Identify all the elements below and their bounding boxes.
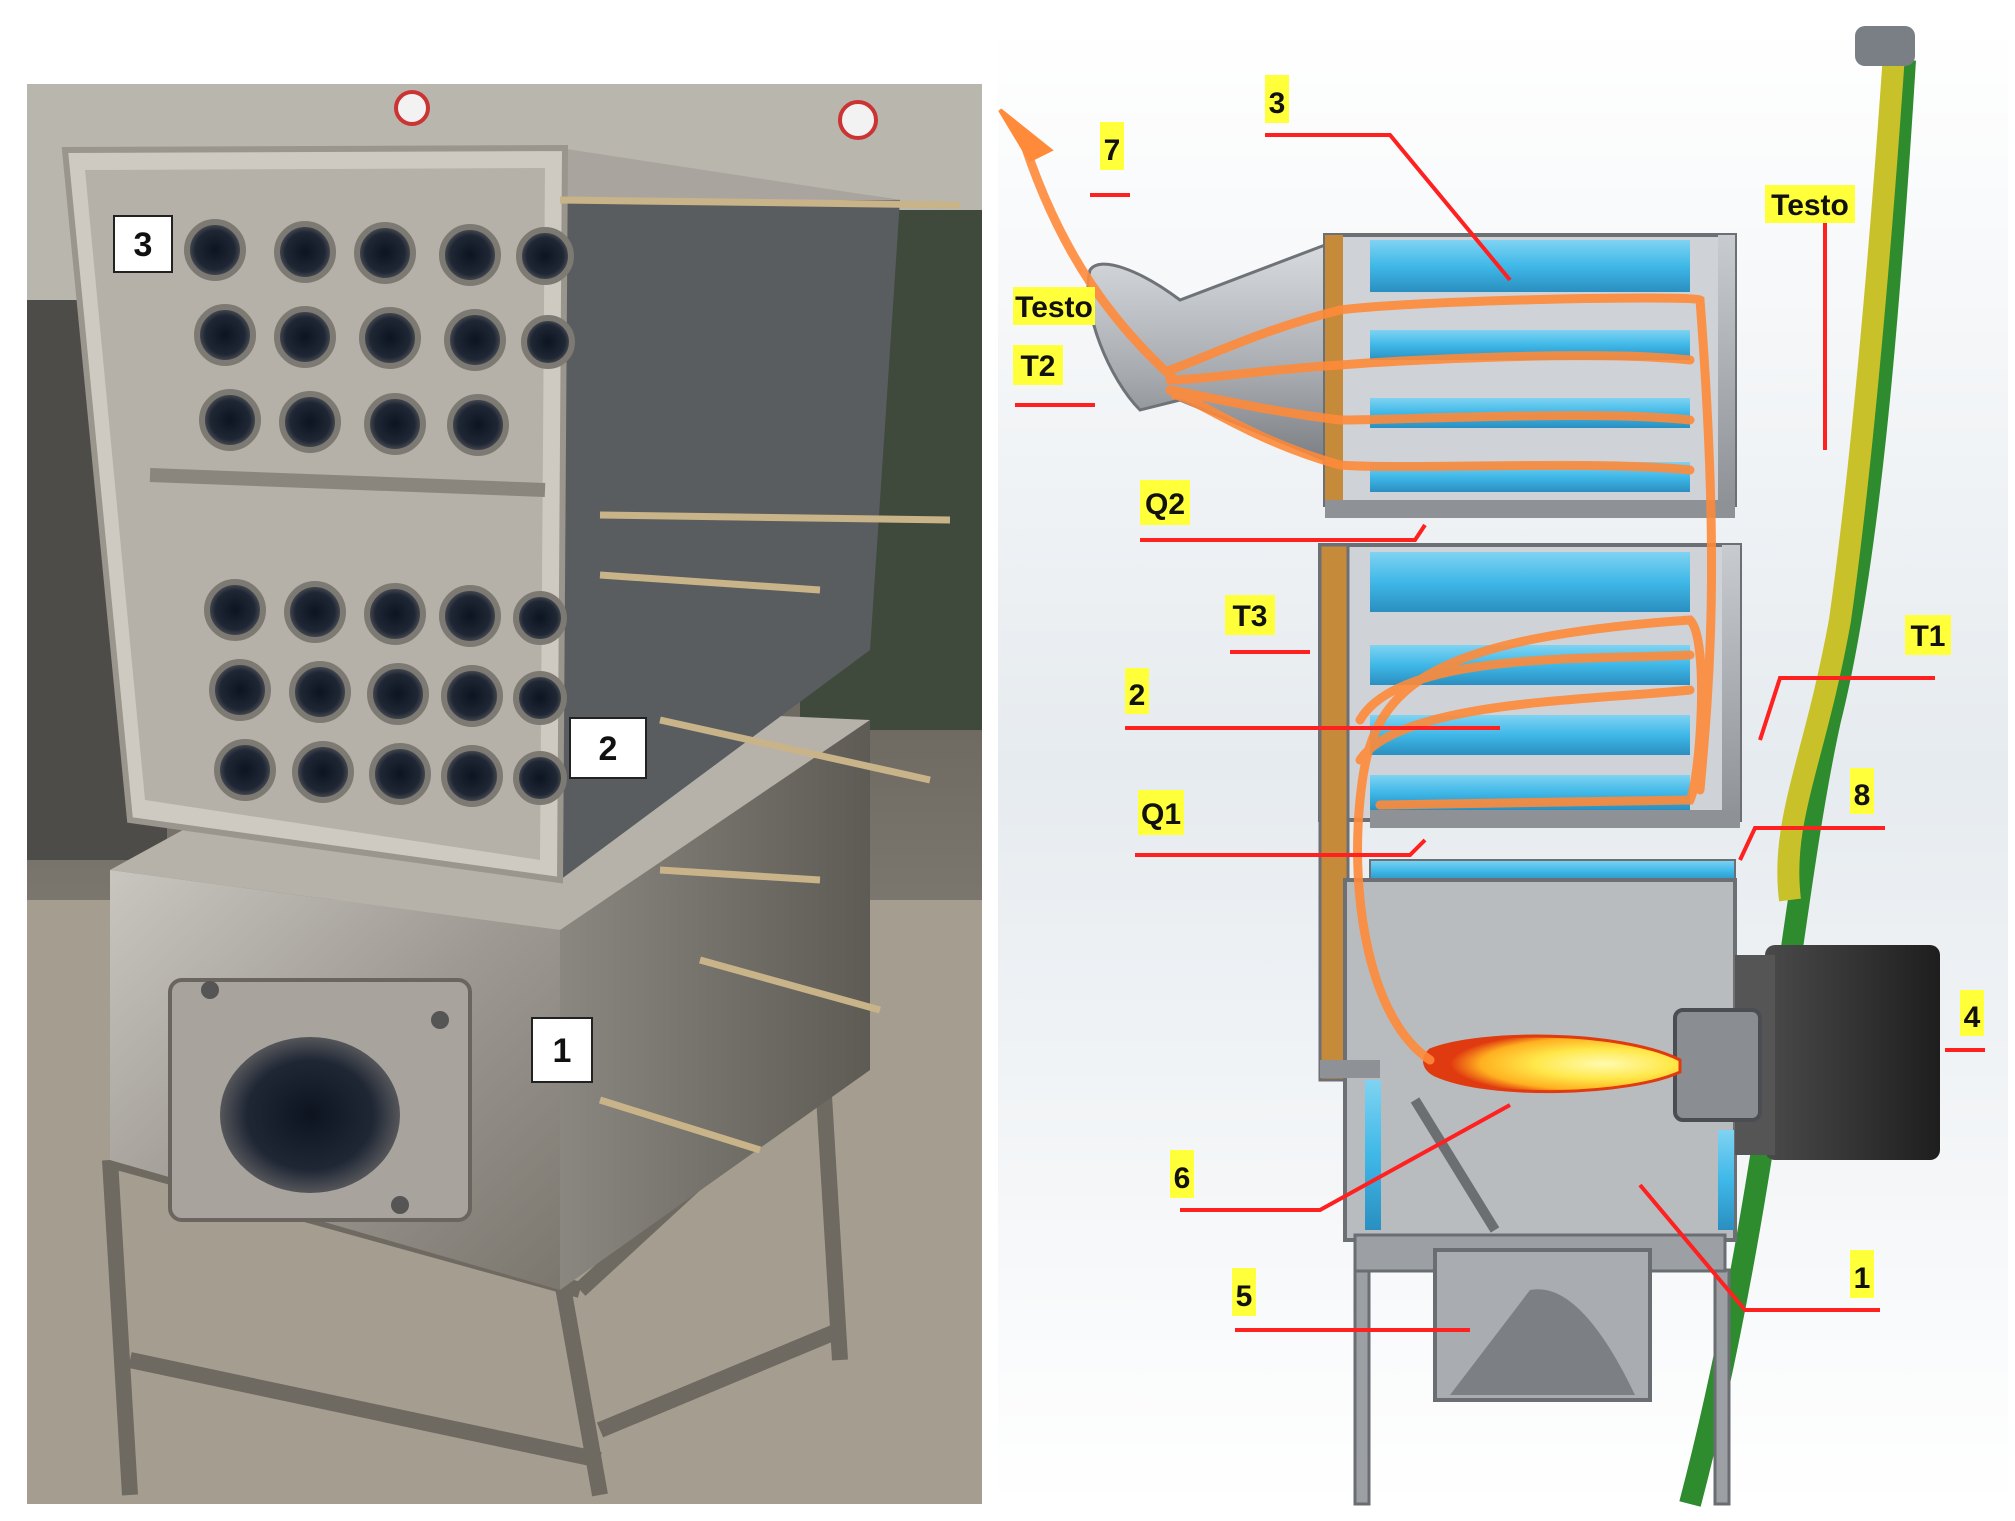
diagram-label-8: 8	[1850, 768, 1874, 814]
svg-text:7: 7	[1104, 134, 1121, 167]
photo-label-2: 2	[569, 717, 647, 779]
diagram-label-5: 5	[1232, 1268, 1256, 1316]
svg-text:Testo: Testo	[1771, 189, 1849, 222]
svg-text:T1: T1	[1910, 620, 1945, 653]
svg-text:8: 8	[1854, 779, 1871, 812]
svg-text:Q2: Q2	[1145, 488, 1185, 521]
svg-text:3: 3	[1269, 87, 1286, 120]
leader-8	[1738, 826, 1885, 861]
photo-label-1: 1	[531, 1017, 593, 1083]
section-3-exchanger	[1323, 233, 1737, 518]
no-entry-sign-right	[838, 100, 878, 140]
yellow-hose	[1777, 39, 1906, 902]
combustion-chamber-side	[560, 720, 870, 1290]
exchanger-divider	[149, 468, 546, 497]
svg-text:6: 6	[1174, 1162, 1191, 1195]
leader-q1	[1135, 838, 1427, 857]
flange-bolt-2	[431, 1011, 449, 1029]
svg-text:Q1: Q1	[1141, 798, 1181, 831]
svg-text:2: 2	[1129, 679, 1146, 712]
diagram-panel: 7 3 Testo Testo T2 Q2 T3 T1	[998, 26, 2008, 1507]
leader-q2	[1140, 523, 1427, 542]
photo-label-3: 3	[113, 215, 173, 273]
section-2-exchanger	[1318, 543, 1742, 1082]
diagram-label-1: 1	[1850, 1250, 1874, 1298]
diagram-label-6: 6	[1170, 1150, 1194, 1198]
ash-box	[1353, 1233, 1727, 1402]
diagram-label-7: 7	[1100, 122, 1124, 170]
leader-1	[1638, 1183, 1880, 1312]
hose-reel-fitting	[1855, 26, 1915, 66]
burner-flame	[1423, 1034, 1682, 1094]
leader-lines	[1015, 133, 1985, 1332]
svg-text:2: 2	[599, 730, 618, 768]
diagram-label-t1: T1	[1905, 615, 1951, 655]
diagram-label-2: 2	[1125, 668, 1149, 714]
svg-text:4: 4	[1964, 1001, 1981, 1034]
diagram-label-t2: T2	[1013, 345, 1063, 385]
diagram-label-t3: T3	[1225, 595, 1275, 635]
burner-port	[220, 1037, 400, 1193]
leader-6	[1180, 1103, 1511, 1212]
lower-tube-bank	[204, 579, 567, 807]
svg-text:T3: T3	[1232, 600, 1267, 633]
leader-3	[1265, 133, 1512, 282]
svg-text:Testo: Testo	[1015, 291, 1093, 324]
green-hose	[1679, 59, 1916, 1507]
svg-text:1: 1	[1854, 1262, 1871, 1295]
diagram-label-4: 4	[1960, 990, 1984, 1036]
leader-t1	[1758, 676, 1935, 741]
exhaust-arrow-head	[998, 108, 1054, 163]
svg-text:1: 1	[553, 1032, 572, 1070]
side-rods	[559, 196, 961, 1154]
svg-text:3: 3	[134, 226, 153, 264]
diagram-label-testo-right: Testo	[1765, 185, 1855, 223]
svg-text:5: 5	[1236, 1280, 1253, 1313]
diagram-label-3: 3	[1265, 75, 1289, 123]
diagram-label-testo-left: Testo	[1013, 287, 1095, 325]
svg-text:T2: T2	[1020, 350, 1055, 383]
flange-bolt-3	[391, 1196, 409, 1214]
flange-bolt-1	[201, 981, 219, 999]
burner-unit	[1673, 945, 1940, 1160]
photo-panel: 3 2 1	[27, 84, 982, 1504]
diagram-label-q1: Q1	[1138, 790, 1184, 835]
no-entry-sign-left	[394, 90, 430, 126]
flue-gas-paths	[1015, 125, 1717, 1065]
diagram-label-q2: Q2	[1140, 480, 1190, 525]
upper-tube-bank	[184, 219, 575, 456]
